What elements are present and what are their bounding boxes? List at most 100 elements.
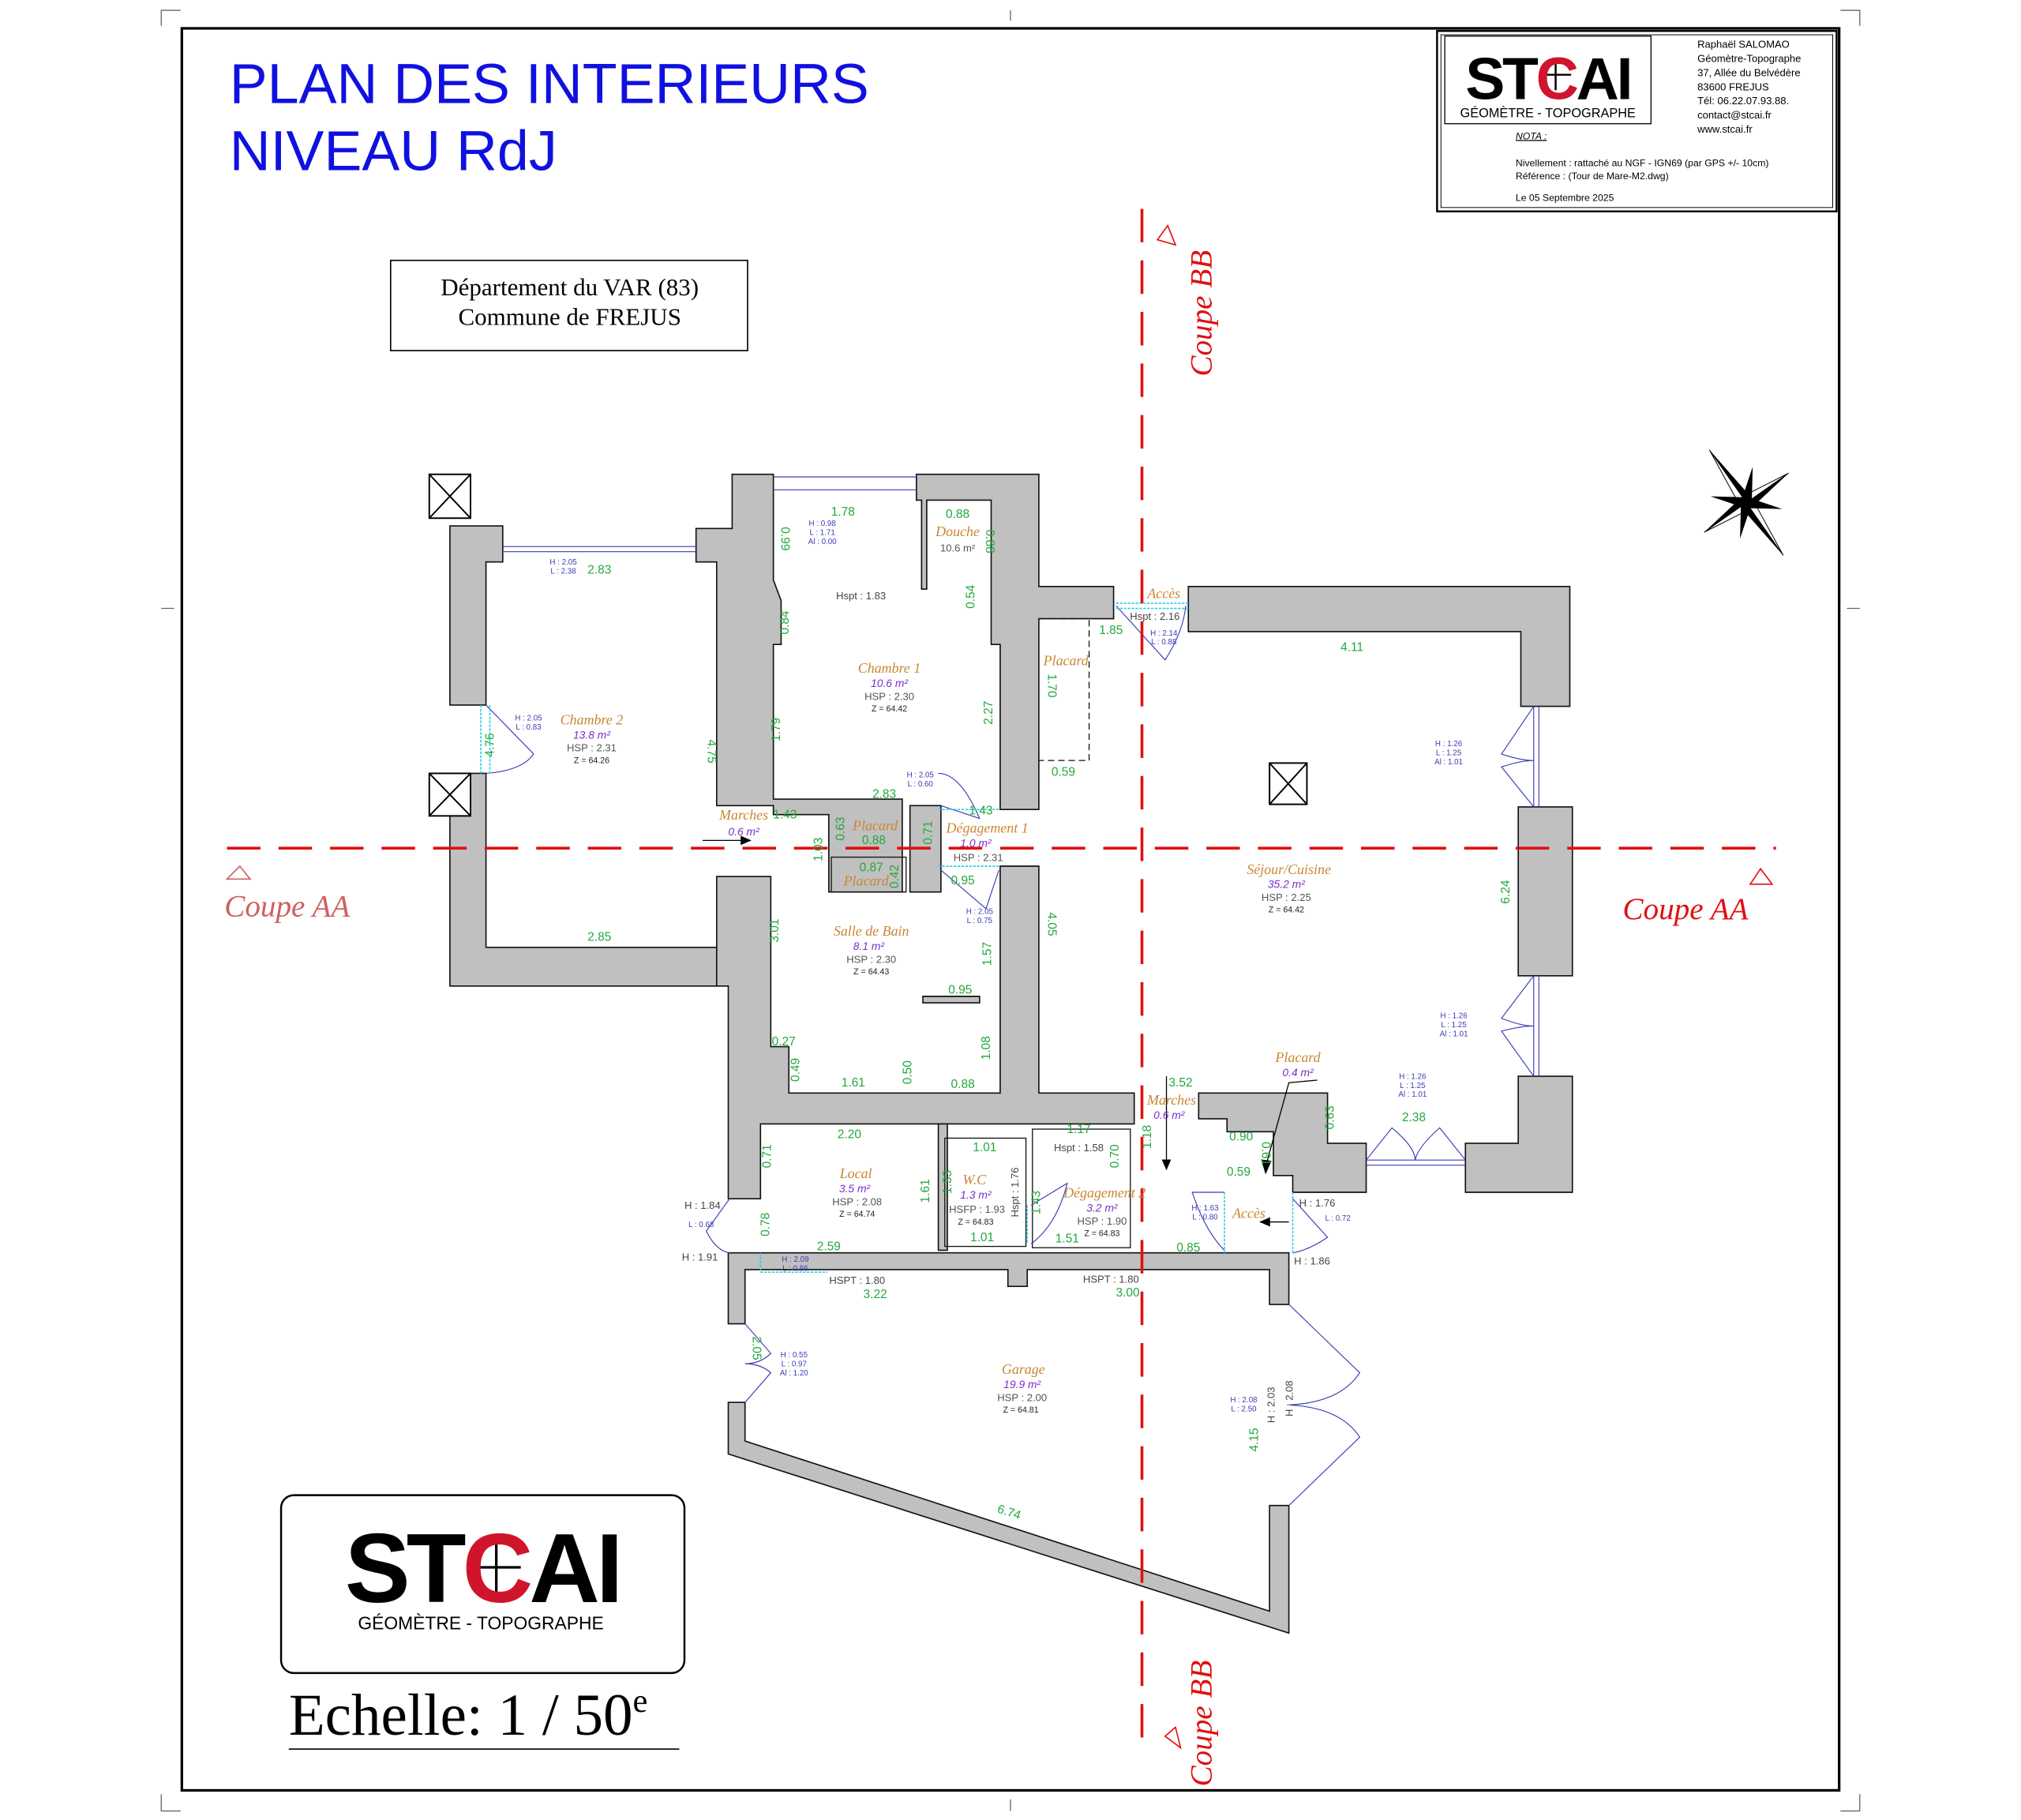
- room-area: 13.8 m²: [573, 728, 611, 741]
- section-markers: [225, 224, 1774, 1750]
- logo-text: STCAI: [1465, 46, 1630, 112]
- opening-dimension: Al : 0.00: [808, 538, 837, 546]
- room-z: Z = 64.43: [853, 967, 889, 977]
- opening-dimension: L : 0.60: [908, 780, 934, 789]
- north-arrow-icon: [1704, 449, 1789, 556]
- shaft-icon: [428, 772, 471, 817]
- dimension-label: 2.20: [838, 1128, 862, 1141]
- ceiling-height-label: Hspt : 1.83: [836, 590, 886, 602]
- opening-dimension: Al : 1.20: [780, 1369, 808, 1378]
- dimension-labels: 1.780.990.880.882.830.540.841.792.274.75…: [483, 505, 1512, 1522]
- room-z: Z = 64.42: [1269, 906, 1304, 915]
- ceiling-height-label: H : 2.03: [1265, 1387, 1277, 1424]
- stairs-arrows: [702, 835, 1318, 1227]
- opening-dimension: L : 0.86: [782, 1265, 808, 1274]
- opening-dimension: Al : 1.01: [1434, 758, 1463, 767]
- dimension-label: 0.54: [964, 584, 977, 609]
- dimension-label: 4.75: [704, 740, 718, 764]
- title-block: STCAI GÉOMÈTRE - TOPOGRAPHE Raphaël SALO…: [1436, 29, 1838, 212]
- room-area: 8.1 m²: [853, 940, 886, 952]
- room-area: 19.9 m²: [1003, 1378, 1041, 1390]
- room-name: Salle de Bain: [834, 923, 909, 939]
- section-label-bb-bottom: Coupe BB: [1185, 1661, 1219, 1787]
- commune-label: Commune de FREJUS: [458, 302, 681, 330]
- dimension-label: 0.85: [1176, 1241, 1200, 1255]
- opening-dimension: H : 2.05: [549, 558, 577, 567]
- room-z: Z = 64.81: [1003, 1405, 1038, 1415]
- dimension-label: 0.88: [946, 508, 969, 521]
- ceiling-height-label: HSPT : 1.80: [829, 1274, 885, 1286]
- room-hsp: HSFP : 1.93: [949, 1203, 1005, 1215]
- contact-line: 83600 FREJUS: [1697, 81, 1769, 92]
- ceiling-height-label: H : 1.86: [1294, 1255, 1330, 1266]
- room-placard-2: Placard: [852, 817, 898, 833]
- room-name: Chambre 2: [561, 711, 624, 727]
- contact-info: Raphaël SALOMAO Géomètre-Topographe 37, …: [1697, 38, 1801, 135]
- room-name: Placard: [852, 817, 898, 833]
- bottom-logo-text: STCAI: [345, 1514, 620, 1623]
- plan-title-line2: NIVEAU RdJ: [230, 119, 557, 182]
- opening-dimension: L : 1.25: [1441, 1021, 1467, 1030]
- room-name: Placard: [1043, 652, 1089, 668]
- room-z: Z = 64.83: [1084, 1229, 1119, 1239]
- room-name: Dégagement 2: [1063, 1185, 1145, 1201]
- room-name: Dégagement 1: [946, 820, 1029, 836]
- room-z: Z = 64.42: [872, 704, 907, 714]
- dimension-label: 1.01: [970, 1231, 994, 1244]
- section-label-aa-right: Coupe AA: [1622, 892, 1749, 926]
- opening-dimension: L : 0.72: [1325, 1214, 1350, 1223]
- location-box: Département du VAR (83) Commune de FREJU…: [389, 259, 748, 351]
- room-name: Placard: [1274, 1049, 1321, 1065]
- dimension-label: 1.01: [973, 1141, 996, 1154]
- room-name: W.C: [962, 1172, 987, 1188]
- ceiling-height-label: Hspt : 1.58: [1054, 1142, 1104, 1154]
- department-label: Département du VAR (83): [441, 273, 699, 301]
- ceiling-height-label: Hspt : 2.16: [1130, 610, 1179, 622]
- dimension-label: 2.59: [817, 1240, 841, 1253]
- dimension-label: 0.59: [1052, 766, 1075, 779]
- room-hsp: HSP : 2.30: [846, 953, 896, 965]
- section-label-bb-top: Coupe BB: [1185, 250, 1219, 377]
- dimension-label: 2.27: [982, 701, 996, 725]
- opening-dimension: L : 0.75: [967, 917, 993, 925]
- room-name: Séjour/Cuisine: [1247, 861, 1331, 877]
- stcai-logo: STCAI GÉOMÈTRE - TOPOGRAPHE: [1460, 46, 1636, 121]
- opening-dimension: H : 2.05: [907, 771, 935, 779]
- nivellement-note: Nivellement : rattaché au NGF - IGN69 (p…: [1516, 158, 1769, 169]
- opening-dimension: H : 1.26: [1440, 1012, 1468, 1021]
- reference-note: Référence : (Tour de Mare-M2.dwg): [1516, 171, 1669, 182]
- room-name: Placard: [843, 872, 890, 888]
- room-hsp: HSP : 2.31: [954, 851, 1003, 863]
- dimension-label: 0.59: [1227, 1165, 1250, 1179]
- dimension-label: 1.43: [773, 809, 797, 822]
- room-outlines: [830, 617, 1131, 1248]
- dimension-label: 1.17: [1067, 1123, 1090, 1136]
- room-placard-3: Placard: [843, 872, 890, 888]
- room-acces-2: Accès: [1146, 585, 1180, 601]
- dimension-label: 3.00: [1115, 1286, 1140, 1300]
- opening-dimension: H : 1.26: [1435, 740, 1463, 749]
- scale-text: Echelle: 1 / 50: [289, 1683, 633, 1748]
- nota-label: NOTA :: [1516, 130, 1547, 141]
- door-thresholds: [480, 602, 1294, 1274]
- sheet-frame: [180, 27, 1841, 1792]
- bottom-logo: STCAI GÉOMÈTRE - TOPOGRAPHE: [279, 1494, 686, 1675]
- contact-line: 37, Allée du Belvédère: [1697, 66, 1801, 78]
- room-name: Garage: [1002, 1361, 1045, 1377]
- contact-line: www.stcai.fr: [1697, 123, 1753, 135]
- opening-dimension: H : 1.26: [1399, 1072, 1427, 1081]
- opening-dimension: H : 0.98: [809, 520, 837, 528]
- dimension-label: 0.78: [759, 1213, 773, 1236]
- opening-dimension: L : 1.25: [1400, 1082, 1426, 1090]
- room-area: 0.4 m²: [1282, 1066, 1314, 1079]
- room-name: Douche: [935, 523, 980, 539]
- opening-dimension: L : 0.88: [1151, 638, 1177, 647]
- dimension-label: 0.49: [789, 1058, 802, 1082]
- walls: [449, 473, 1573, 1634]
- ceiling-height-label: H : 1.91: [682, 1251, 718, 1263]
